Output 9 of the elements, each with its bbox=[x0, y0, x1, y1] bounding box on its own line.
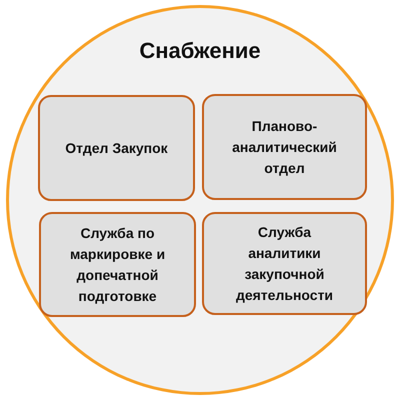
department-name: Служба по маркировке и допечатной подготовке bbox=[68, 224, 166, 306]
department-name: Отдел Закупок bbox=[65, 138, 168, 158]
department-name: Планово-аналитический отдел bbox=[231, 116, 338, 178]
department-box bbox=[202, 94, 367, 200]
department-box bbox=[39, 212, 196, 317]
department-name: Служба аналитики закупочной деятельности bbox=[234, 222, 334, 305]
department-box bbox=[38, 95, 195, 201]
department-box bbox=[202, 212, 367, 315]
group-title: Снабжение bbox=[138, 38, 262, 64]
